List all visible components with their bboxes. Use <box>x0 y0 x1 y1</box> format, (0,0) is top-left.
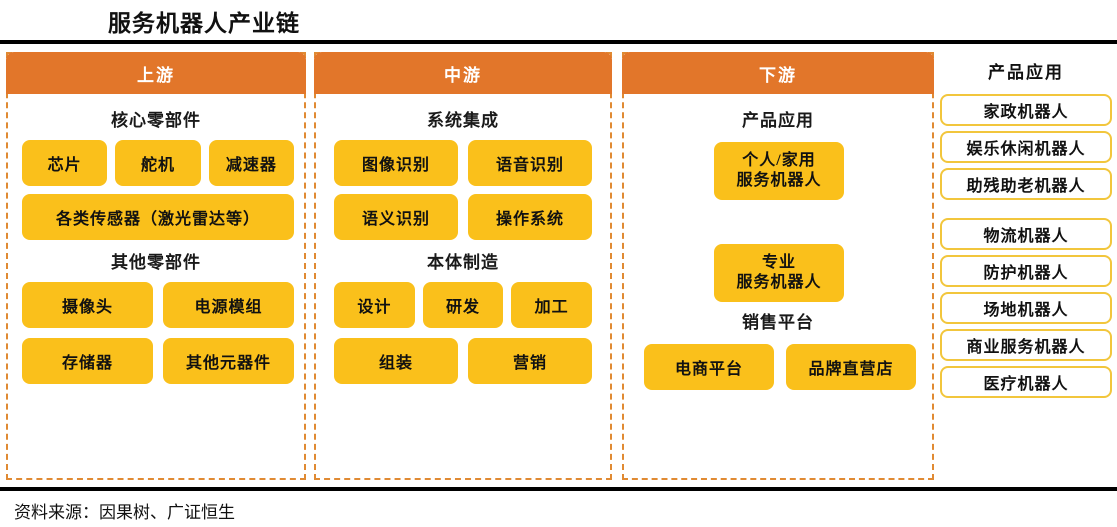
chip-row-core-1: 芯片 舵机 减速器 <box>22 140 294 186</box>
column-body-midstream: 系统集成 图像识别 语音识别 语义识别 操作系统 本体制造 设计 研发 加工 组… <box>316 96 610 478</box>
chip-line-1: 个人/家用 <box>742 152 816 169</box>
section-title-sales-platform: 销售平台 <box>742 313 814 332</box>
column-midstream: 中游 系统集成 图像识别 语音识别 语义识别 操作系统 本体制造 设计 研发 加… <box>314 52 612 480</box>
chip-row-manufacturing-2: 组装 营销 <box>334 338 592 384</box>
section-title-body-manufacturing: 本体制造 <box>427 253 499 272</box>
chip-processing[interactable]: 加工 <box>511 282 593 328</box>
chip-row-integration-1: 图像识别 语音识别 <box>334 140 592 186</box>
chip-rnd[interactable]: 研发 <box>422 282 504 328</box>
chip-semantic-recognition[interactable]: 语义识别 <box>334 194 458 240</box>
applications-column: 产品应用 家政机器人 娱乐休闲机器人 助残助老机器人 物流机器人 防护机器人 场… <box>940 52 1112 403</box>
column-header-midstream: 中游 <box>314 52 612 94</box>
application-item-elderly-disabled-robot[interactable]: 助残助老机器人 <box>940 168 1112 200</box>
source-note: 资料来源：因果树、广证恒生 <box>14 503 235 522</box>
application-item-commercial-service-robot[interactable]: 商业服务机器人 <box>940 329 1112 361</box>
column-header-upstream: 上游 <box>6 52 306 94</box>
applications-title: 产品应用 <box>988 63 1064 82</box>
application-item-medical-robot[interactable]: 医疗机器人 <box>940 366 1112 398</box>
application-item-field-robot[interactable]: 场地机器人 <box>940 292 1112 324</box>
chip-brand-direct-store[interactable]: 品牌直营店 <box>786 344 916 390</box>
bottom-divider-rule <box>0 487 1117 491</box>
chip-chip[interactable]: 芯片 <box>22 140 108 186</box>
chip-line-2: 服务机器人 <box>736 274 822 291</box>
chip-wrap-professional-robot: 专业 服务机器人 <box>714 244 844 302</box>
chip-other-devices[interactable]: 其他元器件 <box>163 338 294 384</box>
application-item-entertainment-robot[interactable]: 娱乐休闲机器人 <box>940 131 1112 163</box>
chip-professional-service-robot[interactable]: 专业 服务机器人 <box>714 244 844 302</box>
chip-speech-recognition[interactable]: 语音识别 <box>468 140 592 186</box>
chip-personal-home-service-robot[interactable]: 个人/家用 服务机器人 <box>714 142 844 200</box>
application-item-housekeeping-robot[interactable]: 家政机器人 <box>940 94 1112 126</box>
chip-row-sales-1: 电商平台 品牌直营店 <box>644 344 916 390</box>
chip-memory[interactable]: 存储器 <box>22 338 153 384</box>
column-header-downstream: 下游 <box>622 52 934 94</box>
column-body-downstream: 产品应用 个人/家用 服务机器人 专业 服务机器人 销售平台 电商平台 品牌直营… <box>624 96 932 478</box>
chip-power-module[interactable]: 电源模组 <box>163 282 294 328</box>
application-item-logistics-robot[interactable]: 物流机器人 <box>940 218 1112 250</box>
chip-reducer[interactable]: 减速器 <box>208 140 294 186</box>
chip-row-integration-2: 语义识别 操作系统 <box>334 194 592 240</box>
section-title-other-components: 其他零部件 <box>111 253 201 272</box>
chip-camera[interactable]: 摄像头 <box>22 282 153 328</box>
chip-row-other-2: 存储器 其他元器件 <box>22 338 294 384</box>
chip-row-manufacturing-1: 设计 研发 加工 <box>334 282 593 328</box>
column-downstream: 下游 产品应用 个人/家用 服务机器人 专业 服务机器人 销售平台 电商平台 品… <box>622 52 934 480</box>
chip-ecommerce-platform[interactable]: 电商平台 <box>644 344 774 390</box>
application-item-protection-robot[interactable]: 防护机器人 <box>940 255 1112 287</box>
chip-wrap-personal-home-robot: 个人/家用 服务机器人 <box>714 142 844 200</box>
chip-row-other-1: 摄像头 电源模组 <box>22 282 294 328</box>
chip-marketing[interactable]: 营销 <box>468 338 592 384</box>
section-title-system-integration: 系统集成 <box>427 111 499 130</box>
chip-line-1: 专业 <box>761 254 796 271</box>
chip-image-recognition[interactable]: 图像识别 <box>334 140 458 186</box>
chip-row-core-2: 各类传感器（激光雷达等） <box>22 194 294 240</box>
chip-sensors[interactable]: 各类传感器（激光雷达等） <box>22 194 294 240</box>
page-title: 服务机器人产业链 <box>108 11 300 36</box>
section-title-core-components: 核心零部件 <box>111 111 201 130</box>
chip-line-2: 服务机器人 <box>736 172 822 189</box>
column-body-upstream: 核心零部件 芯片 舵机 减速器 各类传感器（激光雷达等） 其他零部件 摄像头 电… <box>8 96 304 478</box>
section-title-product-application: 产品应用 <box>742 111 814 130</box>
chip-assembly[interactable]: 组装 <box>334 338 458 384</box>
column-upstream: 上游 核心零部件 芯片 舵机 减速器 各类传感器（激光雷达等） 其他零部件 摄像… <box>6 52 306 480</box>
chip-operating-system[interactable]: 操作系统 <box>468 194 592 240</box>
chip-design[interactable]: 设计 <box>334 282 415 328</box>
top-divider-rule <box>0 40 1117 44</box>
chip-servo[interactable]: 舵机 <box>115 140 201 186</box>
